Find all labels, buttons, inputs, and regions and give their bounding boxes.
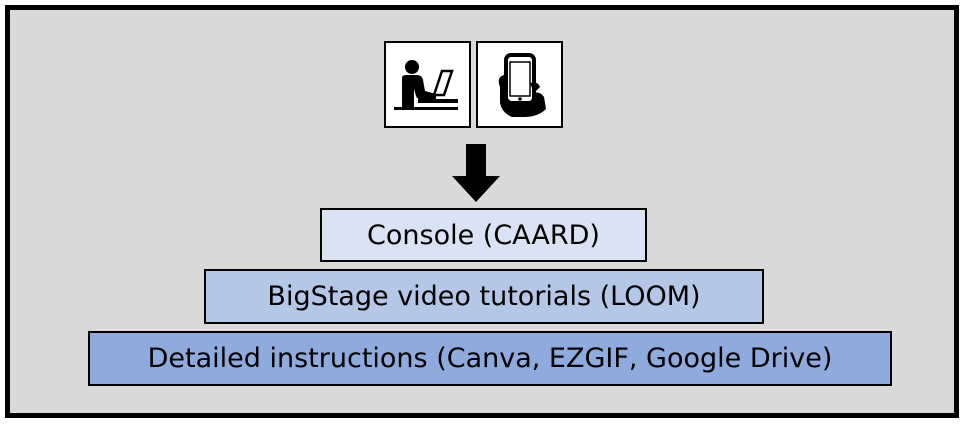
person-at-laptop-icon bbox=[393, 59, 458, 110]
diagram-frame: Console (CAARD) BigStage video tutorials… bbox=[5, 5, 959, 418]
tier-detailed-instructions: Detailed instructions (Canva, EZGIF, Goo… bbox=[88, 331, 892, 386]
tier-detailed-instructions-label: Detailed instructions (Canva, EZGIF, Goo… bbox=[147, 343, 833, 374]
hand-holding-phone-icon bbox=[498, 52, 546, 117]
arrow-down-icon bbox=[452, 144, 500, 202]
tier-video-tutorials-label: BigStage video tutorials (LOOM) bbox=[267, 281, 701, 312]
tier-console-label: Console (CAARD) bbox=[367, 219, 600, 251]
tier-video-tutorials: BigStage video tutorials (LOOM) bbox=[204, 269, 764, 324]
laptop-user-box bbox=[384, 41, 471, 128]
mobile-user-box bbox=[476, 41, 563, 128]
tier-console: Console (CAARD) bbox=[320, 208, 647, 262]
